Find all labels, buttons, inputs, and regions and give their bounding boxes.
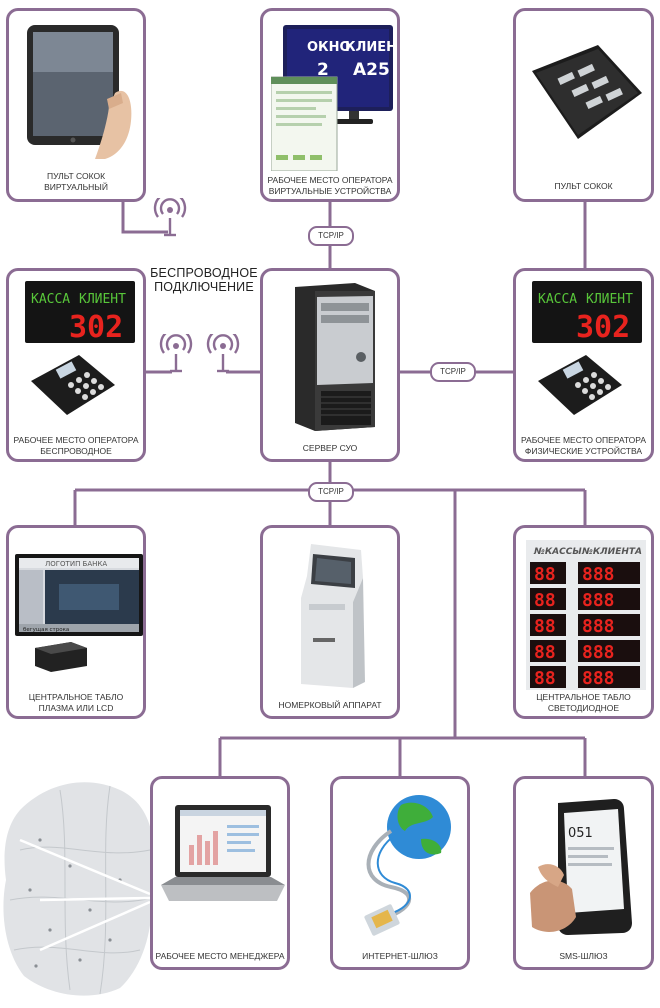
window-number: 2	[317, 60, 329, 80]
led-display-icon: КАССА КЛИЕНТ 302	[25, 281, 135, 415]
server-tower-icon	[295, 283, 375, 431]
antenna-icon	[159, 334, 193, 373]
node-caption: ИНТЕРНЕТ-ШЛЮЗ	[362, 951, 438, 961]
node-sms-gateway: 051 SMS-ШЛЮЗ	[513, 776, 654, 970]
kassa-label: КАССА	[538, 292, 577, 307]
kassa-label: КАССА	[31, 292, 70, 307]
node-caption: НОМЕРКОВЫЙ АППАРАТ	[278, 700, 382, 710]
led-digits: 888	[582, 590, 615, 611]
globe-cable-icon	[364, 795, 451, 936]
tablet-icon	[27, 25, 132, 159]
node-wireless-operator: КАССА КЛИЕНТ 302 РАБОЧЕЕ МЕСТО ОПЕРАТОРА…	[6, 268, 146, 462]
led-column-kassa: №КАССЫ	[533, 547, 582, 557]
led-digits: 88	[534, 616, 556, 637]
led-digits: 88	[534, 668, 556, 689]
led-digits: 88	[534, 642, 556, 663]
antenna-icon	[153, 198, 187, 237]
ticker-text: бегущая строка	[23, 627, 69, 633]
led-digits: 88	[534, 564, 556, 585]
queue-number: 302	[576, 310, 630, 345]
node-internet-gateway: ИНТЕРНЕТ-ШЛЮЗ	[330, 776, 470, 970]
window-label: ОКНО	[307, 40, 351, 55]
node-caption: РАБОЧЕЕ МЕСТО МЕНЕДЖЕРА	[155, 951, 285, 961]
klient-label: КЛИЕНТ	[586, 292, 633, 307]
node-caption: РАБОЧЕЕ МЕСТО ОПЕРАТОРА ФИЗИЧЕСКИЕ УСТРО…	[520, 435, 647, 456]
node-caption: ПУЛЬТ СОКОК ВИРТУАЛЬНЫЙ	[44, 171, 108, 192]
node-led-board: №КАССЫ №КЛИЕНТА 88 888 88 888 88 888 88 …	[513, 525, 654, 719]
led-display-icon: КАССА КЛИЕНТ 302	[532, 281, 642, 415]
node-manager: РАБОЧЕЕ МЕСТО МЕНЕДЖЕРА	[150, 776, 290, 970]
mobile-phone-icon: 051	[530, 799, 632, 935]
node-virtual-operator: ОКНО КЛИЕНТ 2 A25 РАБОЧЕЕ МЕСТО ОПЕРАТОР…	[260, 8, 400, 202]
antenna-icon	[206, 334, 240, 373]
tcp-ip-tag: TCP/IP	[308, 482, 354, 502]
bank-logo-text: ЛОГОТИП БАНКА	[45, 560, 107, 568]
wireless-connection-label: БЕСПРОВОДНОЕ ПОДКЛЮЧЕНИЕ	[150, 266, 258, 294]
remote-control-icon	[532, 45, 642, 139]
node-caption: РАБОЧЕЕ МЕСТО ОПЕРАТОРА ВИРТУАЛЬНЫЕ УСТР…	[267, 175, 393, 196]
node-caption: SMS-ШЛЮЗ	[559, 951, 608, 961]
led-digits: 888	[582, 564, 615, 585]
led-digits: 888	[582, 616, 615, 637]
monitor-icon: ОКНО КЛИЕНТ 2 A25	[271, 25, 395, 171]
node-caption: СЕРВЕР СУО	[302, 443, 358, 453]
tcp-ip-tag: TCP/IP	[430, 362, 476, 382]
led-board-icon: №КАССЫ №КЛИЕНТА 88 888 88 888 88 888 88 …	[526, 540, 646, 690]
klient-label: КЛИЕНТ	[79, 292, 126, 307]
queue-number: 302	[69, 310, 123, 345]
client-label: КЛИЕНТ	[345, 40, 395, 55]
node-caption: ЦЕНТРАЛЬНОЕ ТАБЛО СВЕТОДИОДНОЕ	[536, 692, 631, 713]
led-digits: 888	[582, 668, 615, 689]
line-virtual-remote	[121, 200, 168, 234]
node-virtual-remote: ПУЛЬТ СОКОК ВИРТУАЛЬНЫЙ	[6, 8, 146, 202]
tcp-ip-tag: TCP/IP	[308, 226, 354, 246]
node-caption: ЦЕНТРАЛЬНОЕ ТАБЛО ПЛАЗМА ИЛИ LCD	[28, 692, 124, 713]
kiosk-icon	[301, 544, 365, 688]
client-number: A25	[353, 60, 390, 80]
node-caption: ПУЛЬТ СОКОК	[554, 181, 613, 191]
node-caption: РАБОЧЕЕ МЕСТО ОПЕРАТОРА БЕСПРОВОДНОЕ ПОД…	[13, 435, 139, 462]
laptop-icon	[161, 805, 285, 901]
led-digits: 88	[534, 590, 556, 611]
map-illustration	[3, 782, 153, 996]
node-physical-remote: ПУЛЬТ СОКОК	[513, 8, 654, 202]
plasma-display-icon: ЛОГОТИП БАНКА бегущая строка	[15, 554, 143, 672]
sms-number: 051	[568, 826, 593, 841]
node-physical-operator: КАССА КЛИЕНТ 302 РАБОЧЕЕ МЕСТО ОПЕРАТОРА…	[513, 268, 654, 462]
led-digits: 888	[582, 642, 615, 663]
node-plasma-board: ЛОГОТИП БАНКА бегущая строка ЦЕНТРАЛЬНОЕ…	[6, 525, 146, 719]
led-column-client: №КЛИЕНТА	[581, 547, 642, 557]
node-ticket-kiosk: НОМЕРКОВЫЙ АППАРАТ	[260, 525, 400, 719]
node-server: СЕРВЕР СУО	[260, 268, 400, 462]
